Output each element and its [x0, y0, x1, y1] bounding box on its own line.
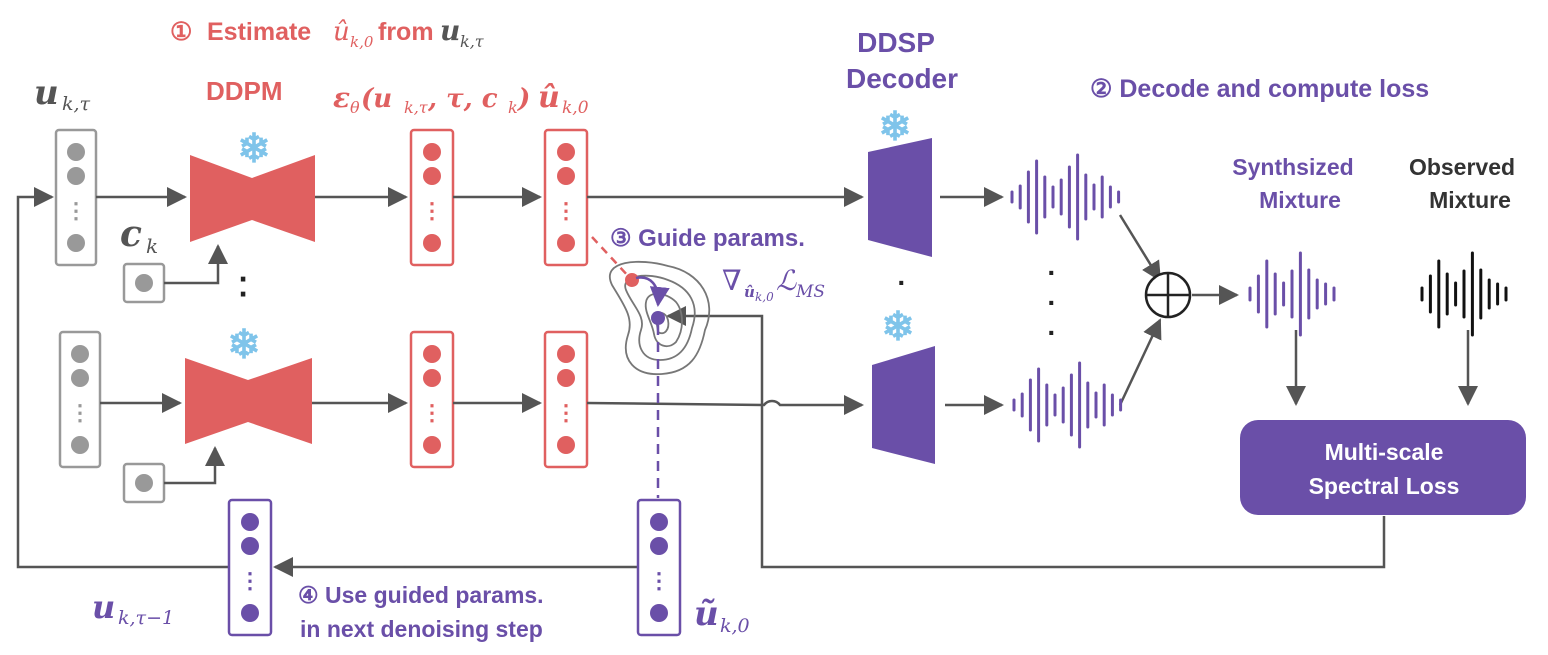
estimate-point	[625, 273, 639, 287]
grad-nabla: ∇	[722, 264, 742, 297]
condition-box-bottom	[122, 462, 166, 504]
label-u-k-tau-sub: k,τ	[62, 93, 91, 115]
ddpm-network-top	[190, 155, 315, 242]
dots-between-waves: ·	[1047, 257, 1056, 288]
snowflake-icon: ❄	[237, 127, 271, 171]
label-gradient: ∇ û k,0 ℒ MS	[722, 264, 825, 304]
snowflake-icon: ❄	[881, 305, 915, 349]
label-loss-2: Spectral Loss	[1309, 473, 1460, 499]
vector-epsilon-bottom: ⋮	[409, 330, 455, 469]
gradient-arrow	[635, 276, 670, 307]
waveform-top	[1010, 153, 1121, 241]
label-u-tilde-sub: k,0	[720, 615, 750, 637]
vector-u-hat-bottom: ⋮	[543, 330, 589, 469]
eps-close: )	[517, 84, 530, 114]
grad-L: ℒ	[776, 264, 797, 297]
step1-uhat: û	[333, 17, 350, 47]
condition-box-top	[122, 262, 166, 304]
ddsp-decoder-bottom	[872, 346, 935, 464]
eps-args-rest: , τ, c	[427, 84, 498, 114]
step1-u-sub: k,τ	[460, 32, 485, 51]
label-obs-2: Mixture	[1429, 187, 1511, 213]
label-obs-1: Observed	[1409, 154, 1515, 180]
label-u-prev-sub: k,τ−1	[118, 607, 174, 629]
vector-u-hat-top: ⋮	[543, 128, 589, 267]
step1-header: ① Estimate û k,0 from u k,τ	[170, 14, 485, 51]
eps-args-rest-sub: k	[508, 98, 518, 117]
step1-number: ①	[170, 18, 192, 46]
dots-between-ddpm: ·	[239, 276, 250, 312]
vertical-dots: ⋮	[648, 568, 670, 593]
guided-point	[651, 311, 665, 325]
vertical-dots: ⋮	[69, 400, 91, 425]
snowflake-icon: ❄	[227, 323, 261, 367]
eps-sub: θ	[350, 98, 360, 117]
sum-circle-icon	[1144, 271, 1192, 319]
vertical-dots: ⋮	[555, 198, 577, 223]
label-c-k-sub: k	[146, 234, 158, 258]
dots-between-decoders: ·	[897, 267, 906, 298]
red-dashed-link	[591, 236, 631, 279]
label-u-prev: u	[92, 588, 115, 626]
waveform-observed	[1420, 251, 1508, 337]
label-ddsp-2: Decoder	[846, 63, 958, 94]
vertical-dots: ⋮	[239, 568, 261, 593]
label-epsilon: ε θ (u k,τ , τ, c k )	[333, 81, 530, 117]
step1-uhat-sub: k,0	[350, 33, 374, 51]
ddsp-decoder-top	[868, 138, 932, 257]
label-ddsp-1: DDSP	[857, 27, 935, 58]
step4-line2: in next denoising step	[300, 616, 543, 642]
step1-text: Estimate	[207, 18, 311, 46]
vertical-dots: ⋮	[65, 198, 87, 223]
vector-u-k-tau-top: ⋮	[54, 128, 98, 267]
flow-arrows	[16, 187, 1478, 577]
vector-epsilon-top: ⋮	[409, 128, 455, 267]
label-loss-1: Multi-scale	[1325, 439, 1444, 465]
vertical-dots: ⋮	[421, 198, 443, 223]
label-ddpm: DDPM	[206, 76, 283, 106]
dots-between-waves: ·	[1047, 287, 1056, 318]
eps-symbol: ε	[333, 81, 350, 114]
step3-header: ③ Guide params.	[610, 225, 805, 252]
vertical-dots: ⋮	[555, 400, 577, 425]
grad-sub2: k,0	[755, 290, 774, 304]
grad-L-sub: MS	[795, 282, 825, 302]
vertical-dots: ⋮	[421, 400, 443, 425]
label-u-tilde: ũ	[694, 594, 719, 634]
label-synth-1: Synthsized	[1232, 154, 1353, 180]
label-u-k-tau: u	[34, 73, 59, 113]
step1-u: u	[440, 14, 460, 47]
step2-header: ② Decode and compute loss	[1090, 75, 1429, 103]
waveform-synth	[1248, 251, 1336, 337]
vector-u-tilde: ⋮	[636, 498, 682, 637]
loss-box	[1240, 420, 1526, 515]
dots-between-ddpm: ·	[239, 261, 250, 297]
vector-u-k-tau-minus-1: ⋮	[227, 498, 273, 637]
vector-u-k-tau-bottom: ⋮	[58, 330, 102, 469]
step1-from: from	[378, 18, 434, 46]
snowflake-icon: ❄	[878, 105, 912, 149]
eps-args: (u	[361, 84, 392, 114]
label-c-k: c	[120, 213, 142, 255]
waveform-bottom	[1012, 361, 1123, 449]
eps-args-sub: k,τ	[404, 98, 429, 117]
ddpm-network-bottom	[185, 358, 312, 444]
step4-line1: ④ Use guided params.	[298, 582, 544, 608]
grad-sub: û	[744, 283, 755, 301]
label-u-hat-sub: k,0	[562, 98, 589, 118]
dots-between-waves: ·	[1047, 317, 1056, 348]
label-synth-2: Mixture	[1259, 187, 1341, 213]
label-u-hat: û	[538, 80, 560, 115]
